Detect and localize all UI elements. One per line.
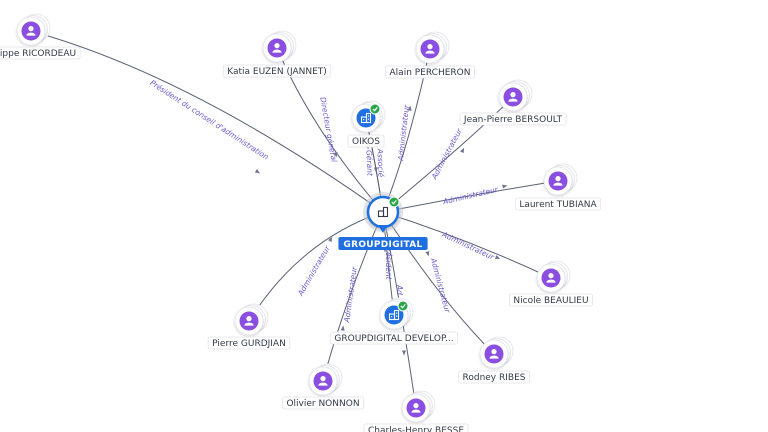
edge-line xyxy=(322,211,384,382)
person-label[interactable]: Alain PERCHERON xyxy=(385,65,475,79)
edge-line xyxy=(382,96,514,213)
person-label[interactable]: ippe RICORDEAU xyxy=(0,46,81,60)
verified-check-icon xyxy=(369,103,381,115)
person-node[interactable] xyxy=(415,31,450,64)
company-label[interactable]: GROUPDIGITAL DEVELOP... xyxy=(329,331,459,345)
person-node[interactable] xyxy=(16,13,51,46)
person-label[interactable]: Katia EUZEN (JANNET) xyxy=(222,64,332,78)
person-node[interactable] xyxy=(234,303,269,336)
edge-label: Associé xyxy=(375,148,385,178)
edge-arrow xyxy=(333,152,338,158)
svg-text:Pierre GURDJIAN: Pierre GURDJIAN xyxy=(212,339,286,349)
edge-line xyxy=(30,30,384,213)
person-node[interactable] xyxy=(479,336,514,369)
edge-label: Administrateur xyxy=(295,243,332,298)
person-node[interactable] xyxy=(543,163,578,196)
edge-label: Président xyxy=(384,244,393,280)
svg-text:Laurent TUBIANA: Laurent TUBIANA xyxy=(519,200,597,210)
person-label[interactable]: Pierre GURDJIAN xyxy=(207,336,291,350)
svg-text:GROUPDIGITAL: GROUPDIGITAL xyxy=(343,240,422,250)
person-node[interactable] xyxy=(498,79,533,112)
person-node[interactable] xyxy=(308,363,343,396)
svg-text:Jean-Pierre BERSOULT: Jean-Pierre BERSOULT xyxy=(463,115,563,125)
verified-check-icon xyxy=(397,300,409,312)
nodes-layer: ippe RICORDEAU Katia EUZEN (JANNET) Alain … xyxy=(0,13,602,432)
verified-check-icon xyxy=(388,196,400,208)
edge-line xyxy=(382,180,559,213)
svg-text:Nicole BEAULIEU: Nicole BEAULIEU xyxy=(513,296,588,306)
edge-line xyxy=(382,211,552,279)
person-label[interactable]: Charles-Henry BESSE xyxy=(363,423,469,432)
edge-label: Administrateur xyxy=(441,185,499,207)
edge-label: Administrateur xyxy=(429,126,464,181)
edge-arrow xyxy=(340,325,345,331)
person-node[interactable] xyxy=(262,30,297,63)
edge-label: Administrateur xyxy=(342,265,359,324)
edge-arrow xyxy=(502,184,508,189)
person-label[interactable]: Nicole BEAULIEU xyxy=(509,293,593,307)
edge-arrow xyxy=(402,350,406,356)
edge-arrow xyxy=(407,105,412,111)
edge-arrow xyxy=(460,147,465,154)
center-company-node[interactable] xyxy=(363,192,403,233)
person-label[interactable]: Laurent TUBIANA xyxy=(514,197,602,211)
person-node[interactable] xyxy=(401,390,436,423)
edge-line xyxy=(382,211,495,355)
company-label[interactable]: OIKOS xyxy=(347,134,385,148)
edge-arrow xyxy=(425,251,430,257)
edge-arrow xyxy=(254,168,261,174)
svg-text:ippe RICORDEAU: ippe RICORDEAU xyxy=(0,49,76,59)
edge-arrow xyxy=(494,255,501,260)
edge-label: Administrateur xyxy=(396,103,411,162)
person-label[interactable]: Olivier NONNON xyxy=(282,396,364,410)
center-company-label[interactable]: GROUPDIGITAL xyxy=(338,237,428,250)
person-label[interactable]: Jean-Pierre BERSOULT xyxy=(459,112,567,126)
edge-label: Administrateur xyxy=(429,256,453,314)
edge-arrow xyxy=(373,167,378,173)
edge-line xyxy=(248,211,384,322)
edge-label: Administrateur xyxy=(440,229,496,262)
edges-layer xyxy=(30,30,559,409)
svg-text:OIKOS: OIKOS xyxy=(352,137,380,147)
company-node[interactable] xyxy=(351,100,386,133)
svg-text:Rodney RIBES: Rodney RIBES xyxy=(463,373,526,383)
person-label[interactable]: Rodney RIBES xyxy=(458,370,530,384)
edge-arrow xyxy=(328,236,333,243)
edge-label: Gérant xyxy=(365,150,375,177)
svg-text:Alain PERCHERON: Alain PERCHERON xyxy=(390,68,471,78)
svg-text:Katia EUZEN (JANNET): Katia EUZEN (JANNET) xyxy=(227,67,327,77)
svg-text:GROUPDIGITAL DEVELOP...: GROUPDIGITAL DEVELOP... xyxy=(334,334,453,344)
edge-label: Président du conseil d'administration xyxy=(148,78,270,162)
edge-label: Ad xyxy=(395,284,404,295)
svg-text:Charles-Henry BESSE: Charles-Henry BESSE xyxy=(368,426,464,432)
building-icon xyxy=(377,206,389,218)
person-node[interactable] xyxy=(536,260,571,293)
company-node[interactable] xyxy=(379,297,414,330)
svg-text:Olivier NONNON: Olivier NONNON xyxy=(286,399,359,409)
